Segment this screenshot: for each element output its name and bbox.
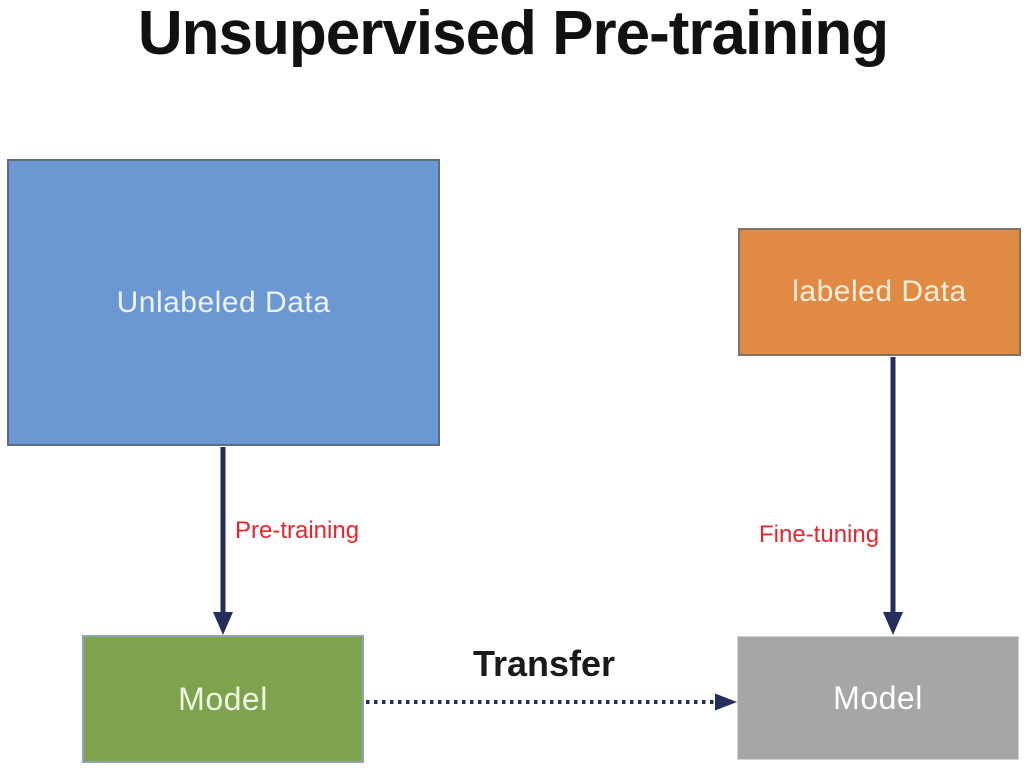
node-labeled-data-label: labeled Data [792, 275, 967, 308]
pretraining-arrow-icon [213, 447, 233, 635]
node-model-finetuned: Model [737, 636, 1019, 760]
node-unlabeled-data: Unlabeled Data [7, 159, 440, 446]
transfer-edge-label: Transfer [473, 643, 616, 684]
node-model-pretrained: Model [82, 635, 364, 763]
transfer-dotted-arrow-icon [366, 693, 737, 711]
diagram-title: Unsupervised Pre-training [137, 0, 889, 68]
node-model-finetuned-label: Model [833, 679, 923, 716]
pretraining-edge-label: Pre-training [235, 517, 360, 544]
finetuning-edge-label: Fine-tuning [759, 521, 880, 548]
node-model-pretrained-label: Model [178, 680, 268, 717]
finetuning-arrow-icon [883, 357, 903, 635]
node-unlabeled-data-label: Unlabeled Data [116, 285, 331, 319]
node-labeled-data: labeled Data [738, 228, 1021, 356]
